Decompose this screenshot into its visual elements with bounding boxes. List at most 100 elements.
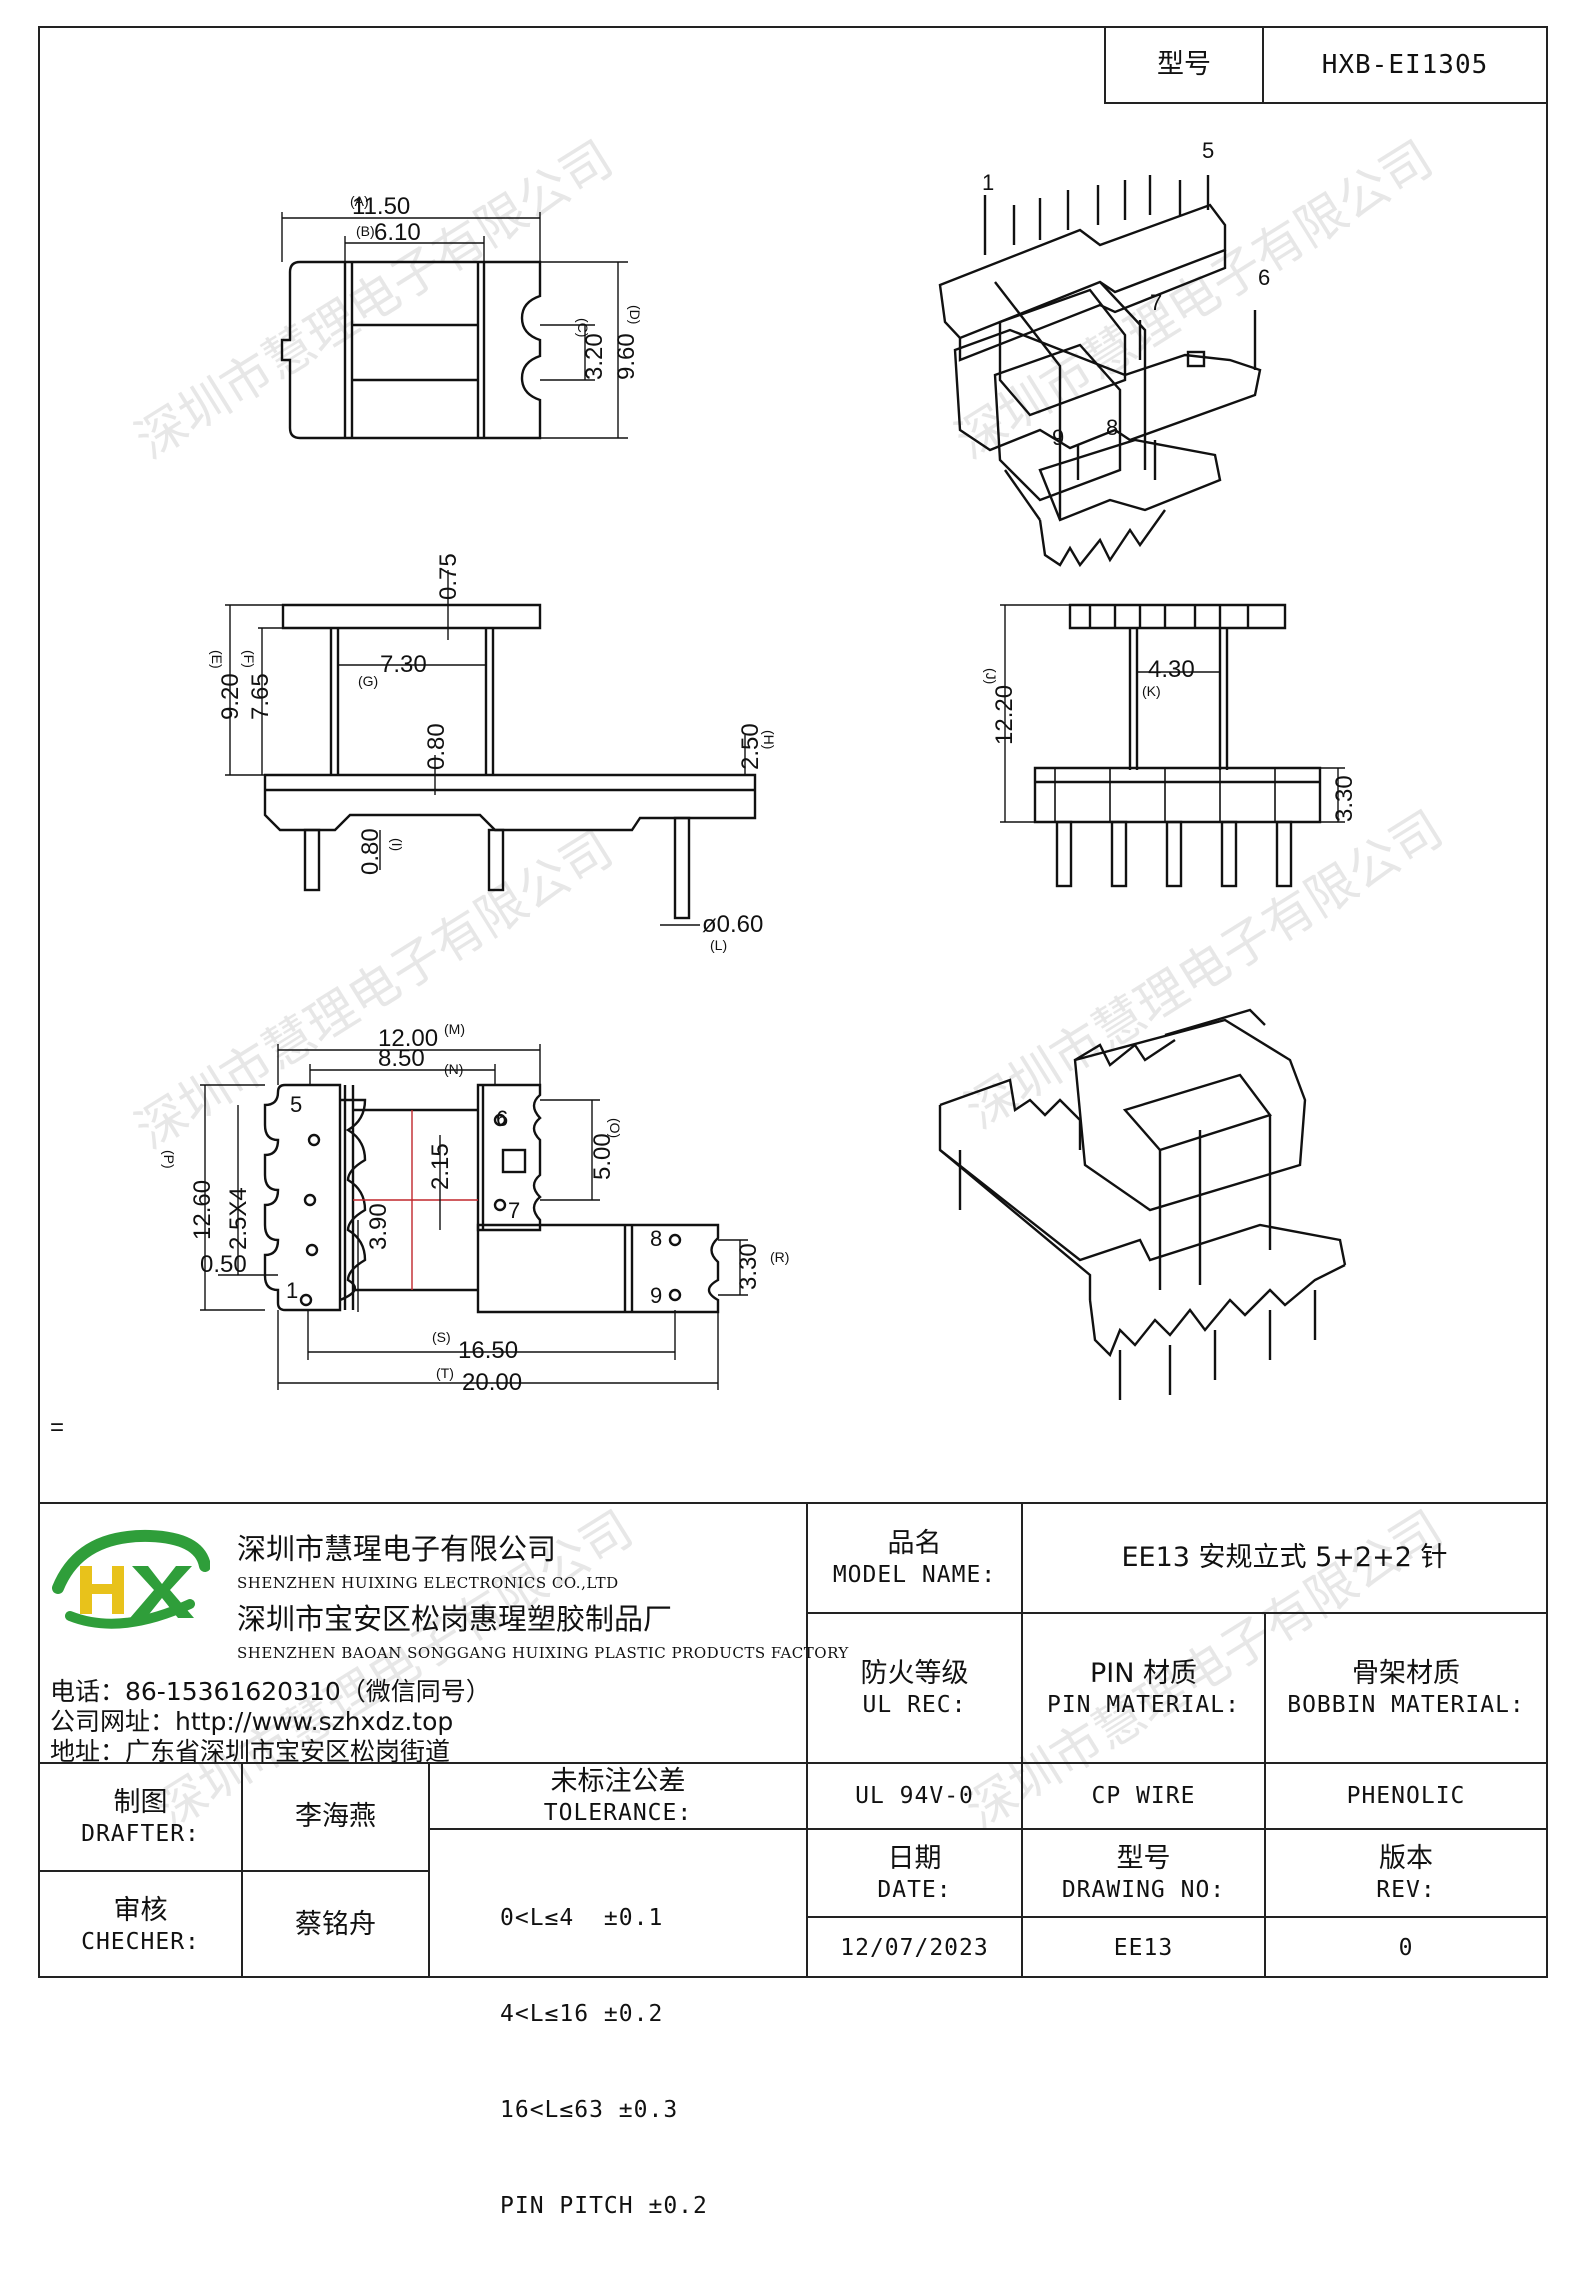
technical-drawing: 深圳市慧理电子有限公司 深圳市慧理电子有限公司 深圳市慧理电子有限公司 深圳市慧… xyxy=(50,130,1453,1841)
date-value: 12/07/2023 xyxy=(808,1918,1023,1978)
bobbin-material-value: PHENOLIC xyxy=(1266,1764,1546,1830)
checker-label-cell: 审核 CHECHER: xyxy=(40,1872,243,1978)
ref-h: (H) xyxy=(761,730,777,749)
bottom-pin-5: 5 xyxy=(290,1092,302,1117)
iso-pin-6: 6 xyxy=(1258,265,1270,290)
bobbin-material-label-en: BOBBIN MATERIAL: xyxy=(1287,1691,1525,1718)
dim-p: 12.60 xyxy=(189,1180,216,1240)
note-mark: = xyxy=(50,1414,64,1441)
ref-p: (P) xyxy=(161,1150,177,1169)
factory-name-cn: 深圳市宝安区松岗惠瑆塑胶制品厂 xyxy=(237,1602,673,1636)
rev-label-cell: 版本 REV: xyxy=(1266,1830,1546,1918)
dim-080-mid: 0.80 xyxy=(423,723,450,770)
dim-side-330: 3.30 xyxy=(1331,775,1358,822)
dim-h: 2.50 xyxy=(737,723,764,770)
dim-c: 3.20 xyxy=(581,333,608,380)
dim-n: 8.50 xyxy=(378,1045,425,1072)
ref-j: (J) xyxy=(983,668,999,684)
side-view xyxy=(1000,603,1345,888)
tolerance-label-cell: 未标注公差 TOLERANCE: xyxy=(430,1764,808,1830)
ref-m: (M) xyxy=(444,1021,465,1037)
bottom-pin-8: 8 xyxy=(650,1226,662,1251)
drawing-no-label-cell: 型号 DRAWING NO: xyxy=(1023,1830,1266,1918)
model-name-label-cn: 品名 xyxy=(887,1527,942,1559)
dim-t: 20.00 xyxy=(462,1369,522,1396)
ul-value: UL 94V-0 xyxy=(808,1764,1023,1830)
company-phone: 电话：86-15361620310（微信同号） xyxy=(50,1677,491,1706)
bottom-pin-6: 6 xyxy=(496,1106,508,1131)
top-view-dims: 11.50 (A) 6.10 (B) 3.20 (C) 9.60 (D) xyxy=(350,193,643,380)
drawing-sheet: 型号 HXB-EI1305 深圳市慧瑆电子有限公司 SHENZHEN HUIXI… xyxy=(38,26,1548,2219)
model-name-label-en: MODEL NAME: xyxy=(832,1561,997,1588)
ref-k: (K) xyxy=(1142,683,1161,699)
front-view-dims: 0.75 7.30 (G) 9.20 (E) 7.65 (F) 0.80 2.5… xyxy=(209,553,777,953)
dim-a: 11.50 xyxy=(352,193,410,220)
hx-logo-icon xyxy=(52,1529,211,1629)
rev-label-en: REV: xyxy=(1376,1876,1436,1903)
bobbin-material-label-cn: 骨架材质 xyxy=(1352,1657,1460,1689)
iso-view-bottom xyxy=(938,1008,1347,1400)
company-address: 地址：广东省深圳市宝安区松岗街道 xyxy=(50,1737,451,1766)
drawing-no-value: EE13 xyxy=(1023,1918,1266,1978)
ref-d: (D) xyxy=(627,305,643,324)
bottom-pin-1: 1 xyxy=(286,1278,298,1303)
bottom-pin-7: 7 xyxy=(508,1198,520,1223)
iso-pin-9: 9 xyxy=(1052,425,1064,450)
drafter-label-en: DRAFTER: xyxy=(81,1820,200,1847)
ref-r: (R) xyxy=(770,1249,789,1265)
ref-e: (E) xyxy=(209,650,225,669)
bobbin-material-label-cell: 骨架材质 BOBBIN MATERIAL: xyxy=(1266,1614,1546,1762)
date-label-cn: 日期 xyxy=(887,1842,942,1874)
tolerance-1: 0<L≤4 ±0.1 xyxy=(500,1905,664,1931)
tolerance-4: PIN PITCH ±0.2 xyxy=(500,2193,708,2219)
company-name-en: SHENZHEN HUIXING ELECTRONICS CO.,LTD xyxy=(237,1574,619,1592)
ul-label-en: UL REC: xyxy=(862,1691,967,1718)
pin-material-value: CP WIRE xyxy=(1023,1764,1266,1830)
checker-label-en: CHECHER: xyxy=(81,1928,200,1955)
iso-pin-1: 1 xyxy=(982,170,994,195)
iso-pin-8: 8 xyxy=(1106,415,1118,440)
side-view-dims: 4.30 (K) 12.20 (J) 3.30 xyxy=(983,656,1358,822)
ref-s: (S) xyxy=(432,1329,451,1345)
rev-value: 0 xyxy=(1398,1934,1414,1961)
front-view xyxy=(225,570,757,926)
ref-i: (I) xyxy=(389,838,405,851)
dim-l: ø0.60 xyxy=(702,911,763,938)
dim-i: 0.80 xyxy=(357,828,384,875)
ul-label-cell: 防火等级 UL REC: xyxy=(808,1614,1023,1762)
dim-e: 9.20 xyxy=(217,673,244,720)
dim-d: 9.60 xyxy=(613,333,640,380)
pin-material-label-cell: PIN 材质 PIN MATERIAL: xyxy=(1023,1614,1266,1762)
bottom-view-dims: 12.00 (M) 8.50 (N) 5.00 (O) 12.60 (P) 2.… xyxy=(161,1021,789,1396)
top-view xyxy=(280,212,628,440)
tolerance-label-cn: 未标注公差 xyxy=(550,1765,686,1797)
bottom-pin-9: 9 xyxy=(650,1283,662,1308)
ref-g: (G) xyxy=(358,673,378,689)
ref-c: (C) xyxy=(575,318,591,337)
tolerance-label-en: TOLERANCE: xyxy=(543,1799,693,1826)
model-name-value: EE13 安规立式 5+2+2 针 xyxy=(1023,1504,1546,1614)
dim-j: 12.20 xyxy=(991,685,1018,745)
pin-material-label-en: PIN MATERIAL: xyxy=(1046,1691,1240,1718)
dim-b: 6.10 xyxy=(374,219,421,246)
dim-m: 12.00 xyxy=(378,1025,438,1052)
iso-top-pin-labels: 1 5 6 7 8 9 xyxy=(982,138,1270,450)
company-website: 公司网址：http://www.szhxdz.top xyxy=(50,1707,454,1736)
rev-label-cn: 版本 xyxy=(1379,1842,1433,1874)
title-block: 深圳市慧瑆电子有限公司 SHENZHEN HUIXING ELECTRONICS… xyxy=(40,1502,1546,2219)
company-name-cn: 深圳市慧瑆电子有限公司 xyxy=(237,1532,557,1566)
dim-g: 7.30 xyxy=(380,651,427,678)
header-model-label: 型号 xyxy=(1106,28,1264,102)
ref-b: (B) xyxy=(356,223,375,239)
drafter-label-cell: 制图 DRAFTER: xyxy=(40,1764,243,1872)
pin-material-label-cn: PIN 材质 xyxy=(1089,1657,1198,1689)
ref-a: (A) xyxy=(350,193,369,209)
company-logo xyxy=(50,1526,211,1636)
checker-label-cn: 审核 xyxy=(113,1894,168,1926)
iso-pin-5: 5 xyxy=(1202,138,1214,163)
iso-view-top xyxy=(938,175,1262,568)
bottom-view xyxy=(200,1044,748,1390)
iso-pin-7: 7 xyxy=(1150,290,1162,315)
ref-t: (T) xyxy=(436,1365,454,1381)
header-model-value: HXB-EI1305 xyxy=(1321,49,1489,80)
